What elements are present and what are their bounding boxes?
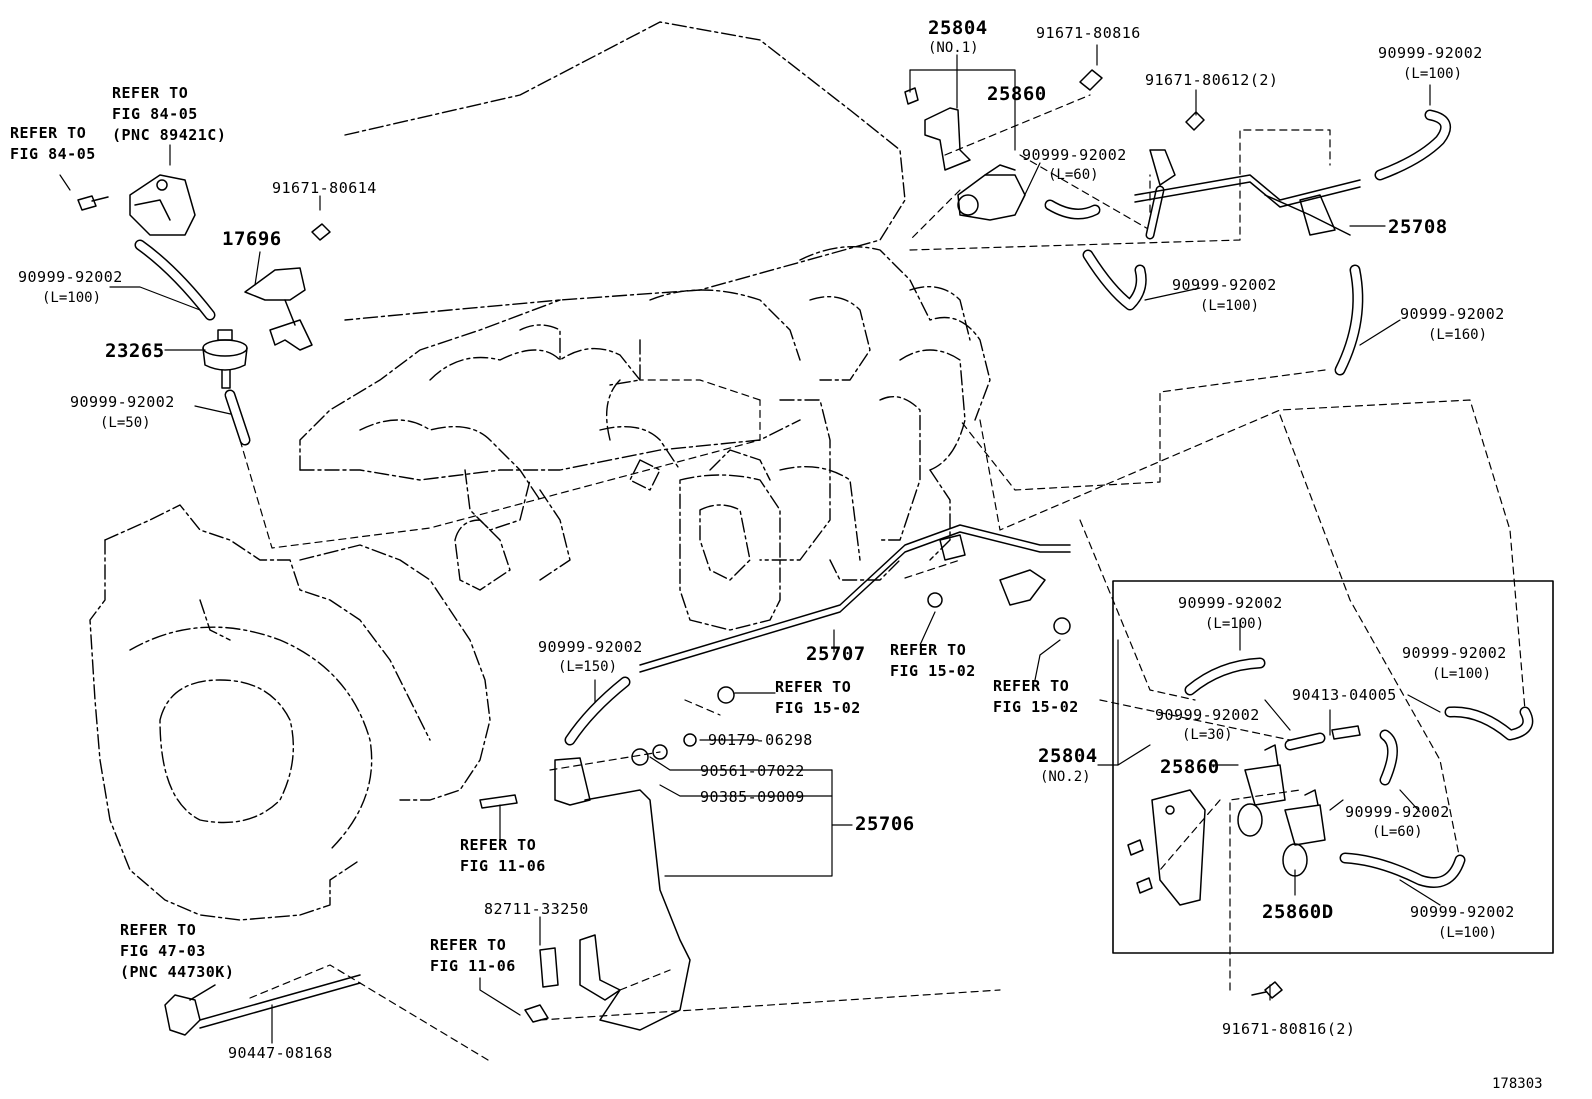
dashed-leaders xyxy=(239,94,1526,1061)
part-number-label: 90179-06298 xyxy=(708,731,813,749)
refer-label: REFER TO xyxy=(775,678,852,696)
refer-label: (PNC 89421C) xyxy=(112,126,227,144)
hose-length-label: (L=150) xyxy=(558,659,618,675)
part-number-label: 90999-92002 xyxy=(1345,803,1450,821)
part-number-label: 25708 xyxy=(1388,216,1448,238)
part-number-label: 90999-92002 xyxy=(18,268,123,286)
refer-label: FIG 11-06 xyxy=(430,957,516,975)
part-number-label: 25804 xyxy=(928,17,988,39)
part-number-label: 23265 xyxy=(105,340,165,362)
part-number-label: 90999-92002 xyxy=(1022,146,1127,164)
part-number-label: 25860 xyxy=(987,83,1047,105)
part-number-label: 90561-07022 xyxy=(700,762,805,780)
transmission-outline xyxy=(89,504,491,921)
hoses xyxy=(134,109,1534,888)
leader-lines xyxy=(59,44,1441,1044)
part-sub-label: (NO.2) xyxy=(1040,769,1091,785)
refer-label: FIG 11-06 xyxy=(460,857,546,875)
hose-length-label: (L=160) xyxy=(1428,327,1488,343)
hose-length-label: (L=30) xyxy=(1182,727,1233,743)
part-number-label: 90999-92002 xyxy=(1402,644,1507,662)
figure-number: 178303 xyxy=(1492,1076,1543,1092)
hose-length-label: (L=50) xyxy=(100,415,151,431)
part-number-label: 91671-80612(2) xyxy=(1145,71,1279,89)
hose-length-label: (L=60) xyxy=(1048,167,1099,183)
part-number-label: 90999-92002 xyxy=(1155,706,1260,724)
refer-label: REFER TO xyxy=(430,936,507,954)
part-number-label: 25706 xyxy=(855,813,915,835)
part-number-label: 25860D xyxy=(1262,901,1334,923)
part-number-label: 91671-80614 xyxy=(272,179,377,197)
refer-label: FIG 15-02 xyxy=(775,699,861,717)
part-number-label: 17696 xyxy=(222,228,282,250)
refer-label: REFER TO xyxy=(120,921,197,939)
engine-outline xyxy=(299,21,991,631)
part-number-label: 90999-92002 xyxy=(1378,44,1483,62)
refer-label: REFER TO xyxy=(112,84,189,102)
hose-length-label: (L=100) xyxy=(1432,666,1492,682)
part-number-label: 90999-92002 xyxy=(1400,305,1505,323)
part-number-label: 82711-33250 xyxy=(484,900,589,918)
components xyxy=(77,69,1361,1036)
part-number-label: 91671-80816(2) xyxy=(1222,1020,1356,1038)
part-number-label: 90999-92002 xyxy=(70,393,175,411)
hose-length-label: (L=100) xyxy=(1403,66,1463,82)
hose-length-label: (L=60) xyxy=(1372,824,1423,840)
part-number-label: 90999-92002 xyxy=(1178,594,1283,612)
hose-length-label: (L=100) xyxy=(1438,925,1498,941)
part-number-label: 90385-09009 xyxy=(700,788,805,806)
part-number-label: 90413-04005 xyxy=(1292,686,1397,704)
refer-label: FIG 15-02 xyxy=(993,698,1079,716)
part-number-label: 90447-08168 xyxy=(228,1044,333,1062)
part-number-label: 25860 xyxy=(1160,756,1220,778)
hose-length-label: (L=100) xyxy=(1205,616,1265,632)
refer-label: REFER TO xyxy=(10,124,87,142)
inset-box xyxy=(1112,580,1554,954)
hose-length-label: (L=100) xyxy=(1200,298,1260,314)
part-number-label: 90999-92002 xyxy=(1172,276,1277,294)
refer-label: FIG 84-05 xyxy=(10,145,96,163)
refer-label: REFER TO xyxy=(890,641,967,659)
refer-label: REFER TO xyxy=(993,677,1070,695)
part-number-label: 25804 xyxy=(1038,745,1098,767)
refer-label: FIG 15-02 xyxy=(890,662,976,680)
refer-label: (PNC 44730K) xyxy=(120,963,235,981)
refer-label: FIG 47-03 xyxy=(120,942,206,960)
part-number-label: 90999-92002 xyxy=(538,638,643,656)
part-number-label: 91671-80816 xyxy=(1036,24,1141,42)
part-number-label: 90999-92002 xyxy=(1410,903,1515,921)
pipes xyxy=(639,174,1361,673)
hose-length-label: (L=100) xyxy=(42,290,102,306)
refer-label: FIG 84-05 xyxy=(112,105,198,123)
part-number-label: 25707 xyxy=(806,643,866,665)
part-sub-label: (NO.1) xyxy=(928,40,979,56)
refer-label: REFER TO xyxy=(460,836,537,854)
